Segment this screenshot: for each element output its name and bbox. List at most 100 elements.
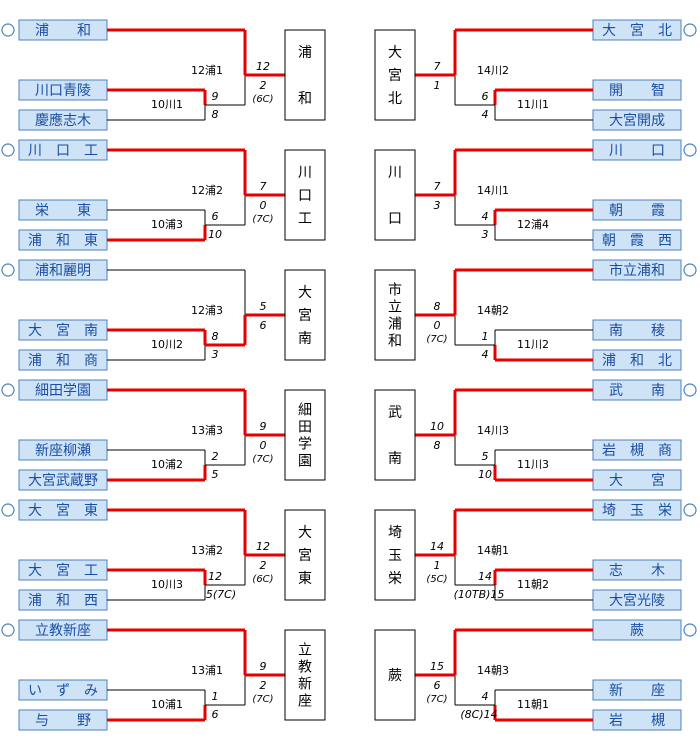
left-block-6-seed-circle-icon	[1, 623, 15, 637]
right-block-3-winner-char: 立	[388, 300, 402, 316]
left-block-5-top-team-name: 大 宮 東	[28, 503, 98, 519]
right-block-1-winner-box	[374, 29, 416, 121]
left-block-4-r1-code: 10浦2	[151, 458, 183, 471]
right-block-3-r1-score-bot: 4	[482, 348, 489, 361]
left-block-4-top-team-name: 細田学園	[35, 383, 91, 399]
right-block-4-r1-code: 11川3	[517, 458, 549, 471]
right-block-3-final-note: (7C)	[426, 334, 447, 345]
right-block-5-bot-team-name: 大宮光陵	[609, 593, 665, 609]
left-block-4-final-score-bot: 0	[260, 439, 267, 452]
right-block-1-seed-circle-icon	[683, 23, 697, 37]
left-block-1-final-score-top: 12	[256, 60, 270, 73]
left-block-2-winner-char: 川	[298, 165, 312, 181]
right-block-5-final-note: (5C)	[426, 574, 447, 585]
left-block-3-seed-circle-icon	[1, 263, 15, 277]
right-block-6-final-note: (7C)	[426, 694, 447, 705]
right-block-2-mid-team-name: 朝 霞	[609, 203, 665, 219]
left-block-4-r1-score-bot: 5	[212, 468, 219, 481]
left-block-1-r1-code: 10川1	[151, 98, 183, 111]
left-block-5-r1-code: 10川3	[151, 578, 183, 591]
right-block-3-bot-team-name: 浦 和 北	[602, 353, 672, 369]
left-block-5-winner-char: 宮	[298, 548, 312, 564]
left-block-2-bot-team-name: 浦 和 東	[28, 233, 98, 249]
right-block-5-top-team-name: 埼 玉 栄	[602, 503, 672, 519]
right-block-3-final-score-top: 8	[434, 300, 441, 313]
right-block-6-top-team-name: 蕨	[630, 623, 644, 639]
right-block-6-mid-team-name: 新 座	[609, 683, 665, 699]
left-block-4-final-score-top: 9	[260, 420, 267, 433]
right-block-6-r1-score-mid: 4	[482, 690, 489, 703]
right-block-1-r1-score-bot: 4	[482, 108, 489, 121]
right-block-2-final-code: 14川1	[477, 184, 509, 197]
left-block-4-seed-circle-icon	[1, 383, 15, 397]
left-block-6-bot-team-name: 与 野	[35, 713, 91, 729]
left-block-6-top-team-name: 立教新座	[35, 623, 91, 639]
left-block-4-final-note: (7C)	[252, 454, 273, 465]
left-block-1-final-note: (6C)	[252, 94, 273, 105]
left-block-5-seed-circle-icon	[1, 503, 15, 517]
left-block-3-final-code: 12浦3	[191, 304, 223, 317]
right-block-3-seed-circle-icon	[683, 263, 697, 277]
right-block-6-final-score-top: 15	[430, 660, 444, 673]
left-block-3-r1-code: 10川2	[151, 338, 183, 351]
left-block-3-bot-team-name: 浦 和 商	[28, 353, 98, 369]
right-block-1-winner-char: 大	[388, 45, 402, 61]
right-block-3-winner-box	[374, 269, 416, 361]
right-block-2-final-score-bot: 3	[434, 199, 441, 212]
left-block-1-r1-score-bot: 8	[212, 108, 219, 121]
right-block-2-r1-code: 12浦4	[517, 218, 549, 231]
right-block-4-top-team-name: 武 南	[609, 383, 665, 399]
left-block-3-winner-box	[284, 269, 326, 361]
left-block-5-winner-char: 東	[298, 571, 312, 587]
right-block-6-bot-team-name: 岩 槻	[609, 712, 665, 729]
right-block-6-r1-score-bot: (8C)14	[460, 708, 497, 721]
left-block-4-mid-team-name: 新座柳瀬	[35, 442, 91, 459]
left-block-1-winner-box	[284, 29, 326, 121]
right-block-4-final-code: 14川3	[477, 424, 509, 437]
left-block-4-bot-team-name: 大宮武蔵野	[28, 473, 98, 489]
right-block-6-final-score-bot: 6	[434, 679, 441, 692]
left-block-3-mid-team-name: 大 宮 南	[28, 323, 98, 339]
left-block-2-top-team-name: 川 口 工	[28, 143, 98, 159]
right-block-3-r1-score-mid: 1	[482, 330, 489, 343]
right-block-6-r1-code: 11朝1	[517, 698, 549, 711]
left-block-6-winner-char: 立	[298, 643, 312, 659]
right-block-1-final-code: 14川2	[477, 64, 509, 77]
left-block-6-r1-score-mid: 1	[212, 690, 219, 703]
right-block-4-final-score-bot: 8	[434, 439, 441, 452]
left-block-3-final-score-top: 5	[260, 300, 267, 313]
right-block-1-r1-code: 11川1	[517, 98, 549, 111]
left-block-2-final-note: (7C)	[252, 214, 273, 225]
right-block-1-final-score-bot: 1	[434, 79, 441, 92]
right-block-3-winner-char: 浦	[388, 317, 402, 333]
left-block-2-winner-char: 口	[298, 188, 312, 204]
right-block-4-r1-score-mid: 5	[482, 450, 489, 463]
right-block-2-final-score-top: 7	[434, 180, 441, 193]
left-block-3-final-score-bot: 6	[260, 319, 267, 332]
right-block-2-r1-score-mid: 4	[482, 210, 489, 223]
left-block-2-r1-score-mid: 6	[212, 210, 219, 223]
left-block-2-winner-char: 工	[298, 211, 312, 227]
right-block-4-mid-team-name: 岩 槻 商	[602, 442, 672, 459]
left-block-1-winner-char: 和	[298, 91, 312, 107]
left-block-5-final-note: (6C)	[252, 574, 273, 585]
right-block-5-winner-box	[374, 509, 416, 601]
left-block-5-mid-team-name: 大 宮 工	[28, 563, 98, 579]
right-block-5-r1-score-bot: (10TB)15	[454, 588, 505, 601]
right-block-5-final-score-top: 14	[430, 540, 444, 553]
left-block-5-r1-score-mid: 12	[208, 570, 222, 583]
left-block-6-r1-score-bot: 6	[212, 708, 219, 721]
right-block-2-seed-circle-icon	[683, 143, 697, 157]
left-block-6-final-score-bot: 2	[260, 679, 267, 692]
right-block-5-final-code: 14朝1	[477, 544, 509, 557]
right-block-3-mid-team-name: 南 稜	[609, 323, 665, 339]
left-block-4-r1-score-mid: 2	[212, 450, 219, 463]
left-block-4-winner-char: 細	[298, 403, 312, 419]
left-block-3-top-team-name: 浦和麗明	[35, 263, 91, 279]
left-block-2-r1-code: 10浦3	[151, 218, 183, 231]
right-block-6-winner-char: 蕨	[388, 668, 402, 684]
right-block-5-r1-code: 11朝2	[517, 578, 549, 591]
left-block-1-final-score-bot: 2	[260, 79, 267, 92]
right-block-4-bot-team-name: 大 宮	[609, 473, 665, 489]
